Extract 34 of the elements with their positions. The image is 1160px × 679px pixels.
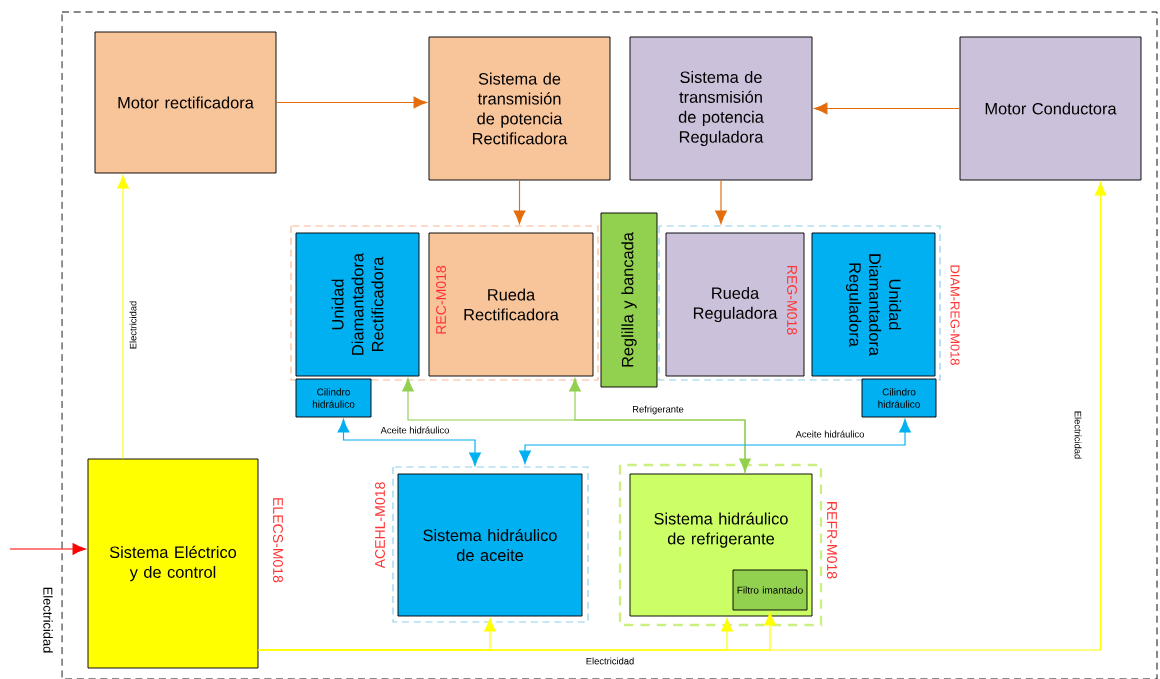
code-label: REG-M018 — [787, 266, 797, 335]
edge-label: Aceite hidráulico — [794, 429, 866, 439]
arrow — [9, 543, 86, 555]
arrow — [569, 378, 746, 475]
block-box: Sistema hidráulico de aceite — [397, 473, 583, 617]
arrow — [117, 175, 129, 460]
code-label: REC-M018 — [436, 265, 446, 334]
arrow — [257, 612, 776, 651]
edge-label: Electricidad — [128, 299, 138, 351]
block-box: Cilindro hidráulico — [861, 378, 937, 418]
edge-label: Electricidad — [584, 656, 636, 666]
code-label: REFR-M018 — [827, 502, 837, 579]
arrow — [814, 102, 961, 115]
arrow — [513, 179, 526, 224]
arrow — [715, 179, 727, 224]
arrow — [402, 378, 751, 472]
block-box: Motor rectificadora — [94, 31, 277, 174]
code-label: Electricidad — [43, 587, 53, 653]
arrow — [275, 96, 427, 109]
arrow — [519, 419, 911, 464]
block-box: Sistema de transmisión de potencia Reguladora — [629, 36, 813, 181]
block-box: Cilindro hidráulico — [295, 378, 372, 418]
edge-label: Aceite hidráulico — [379, 425, 451, 435]
block-box: Sistema de transmisión de potencia Rectificadora — [428, 36, 611, 181]
code-label: ELECS-M018 — [273, 498, 283, 583]
block-box: Motor Conductora — [959, 36, 1142, 181]
code-label: DIAM-REG-M018 — [950, 265, 960, 365]
code-label: ACEHL-M018 — [375, 482, 385, 569]
block-box: Filtro imantado — [732, 569, 808, 611]
arrow — [337, 419, 481, 466]
block-box: Reglilla y bancada — [600, 212, 658, 388]
block-box: Sistema Eléctrico y de control — [87, 458, 259, 669]
edge-label: Refrigerante — [631, 404, 685, 416]
code-label: Electricidad — [1074, 411, 1082, 459]
